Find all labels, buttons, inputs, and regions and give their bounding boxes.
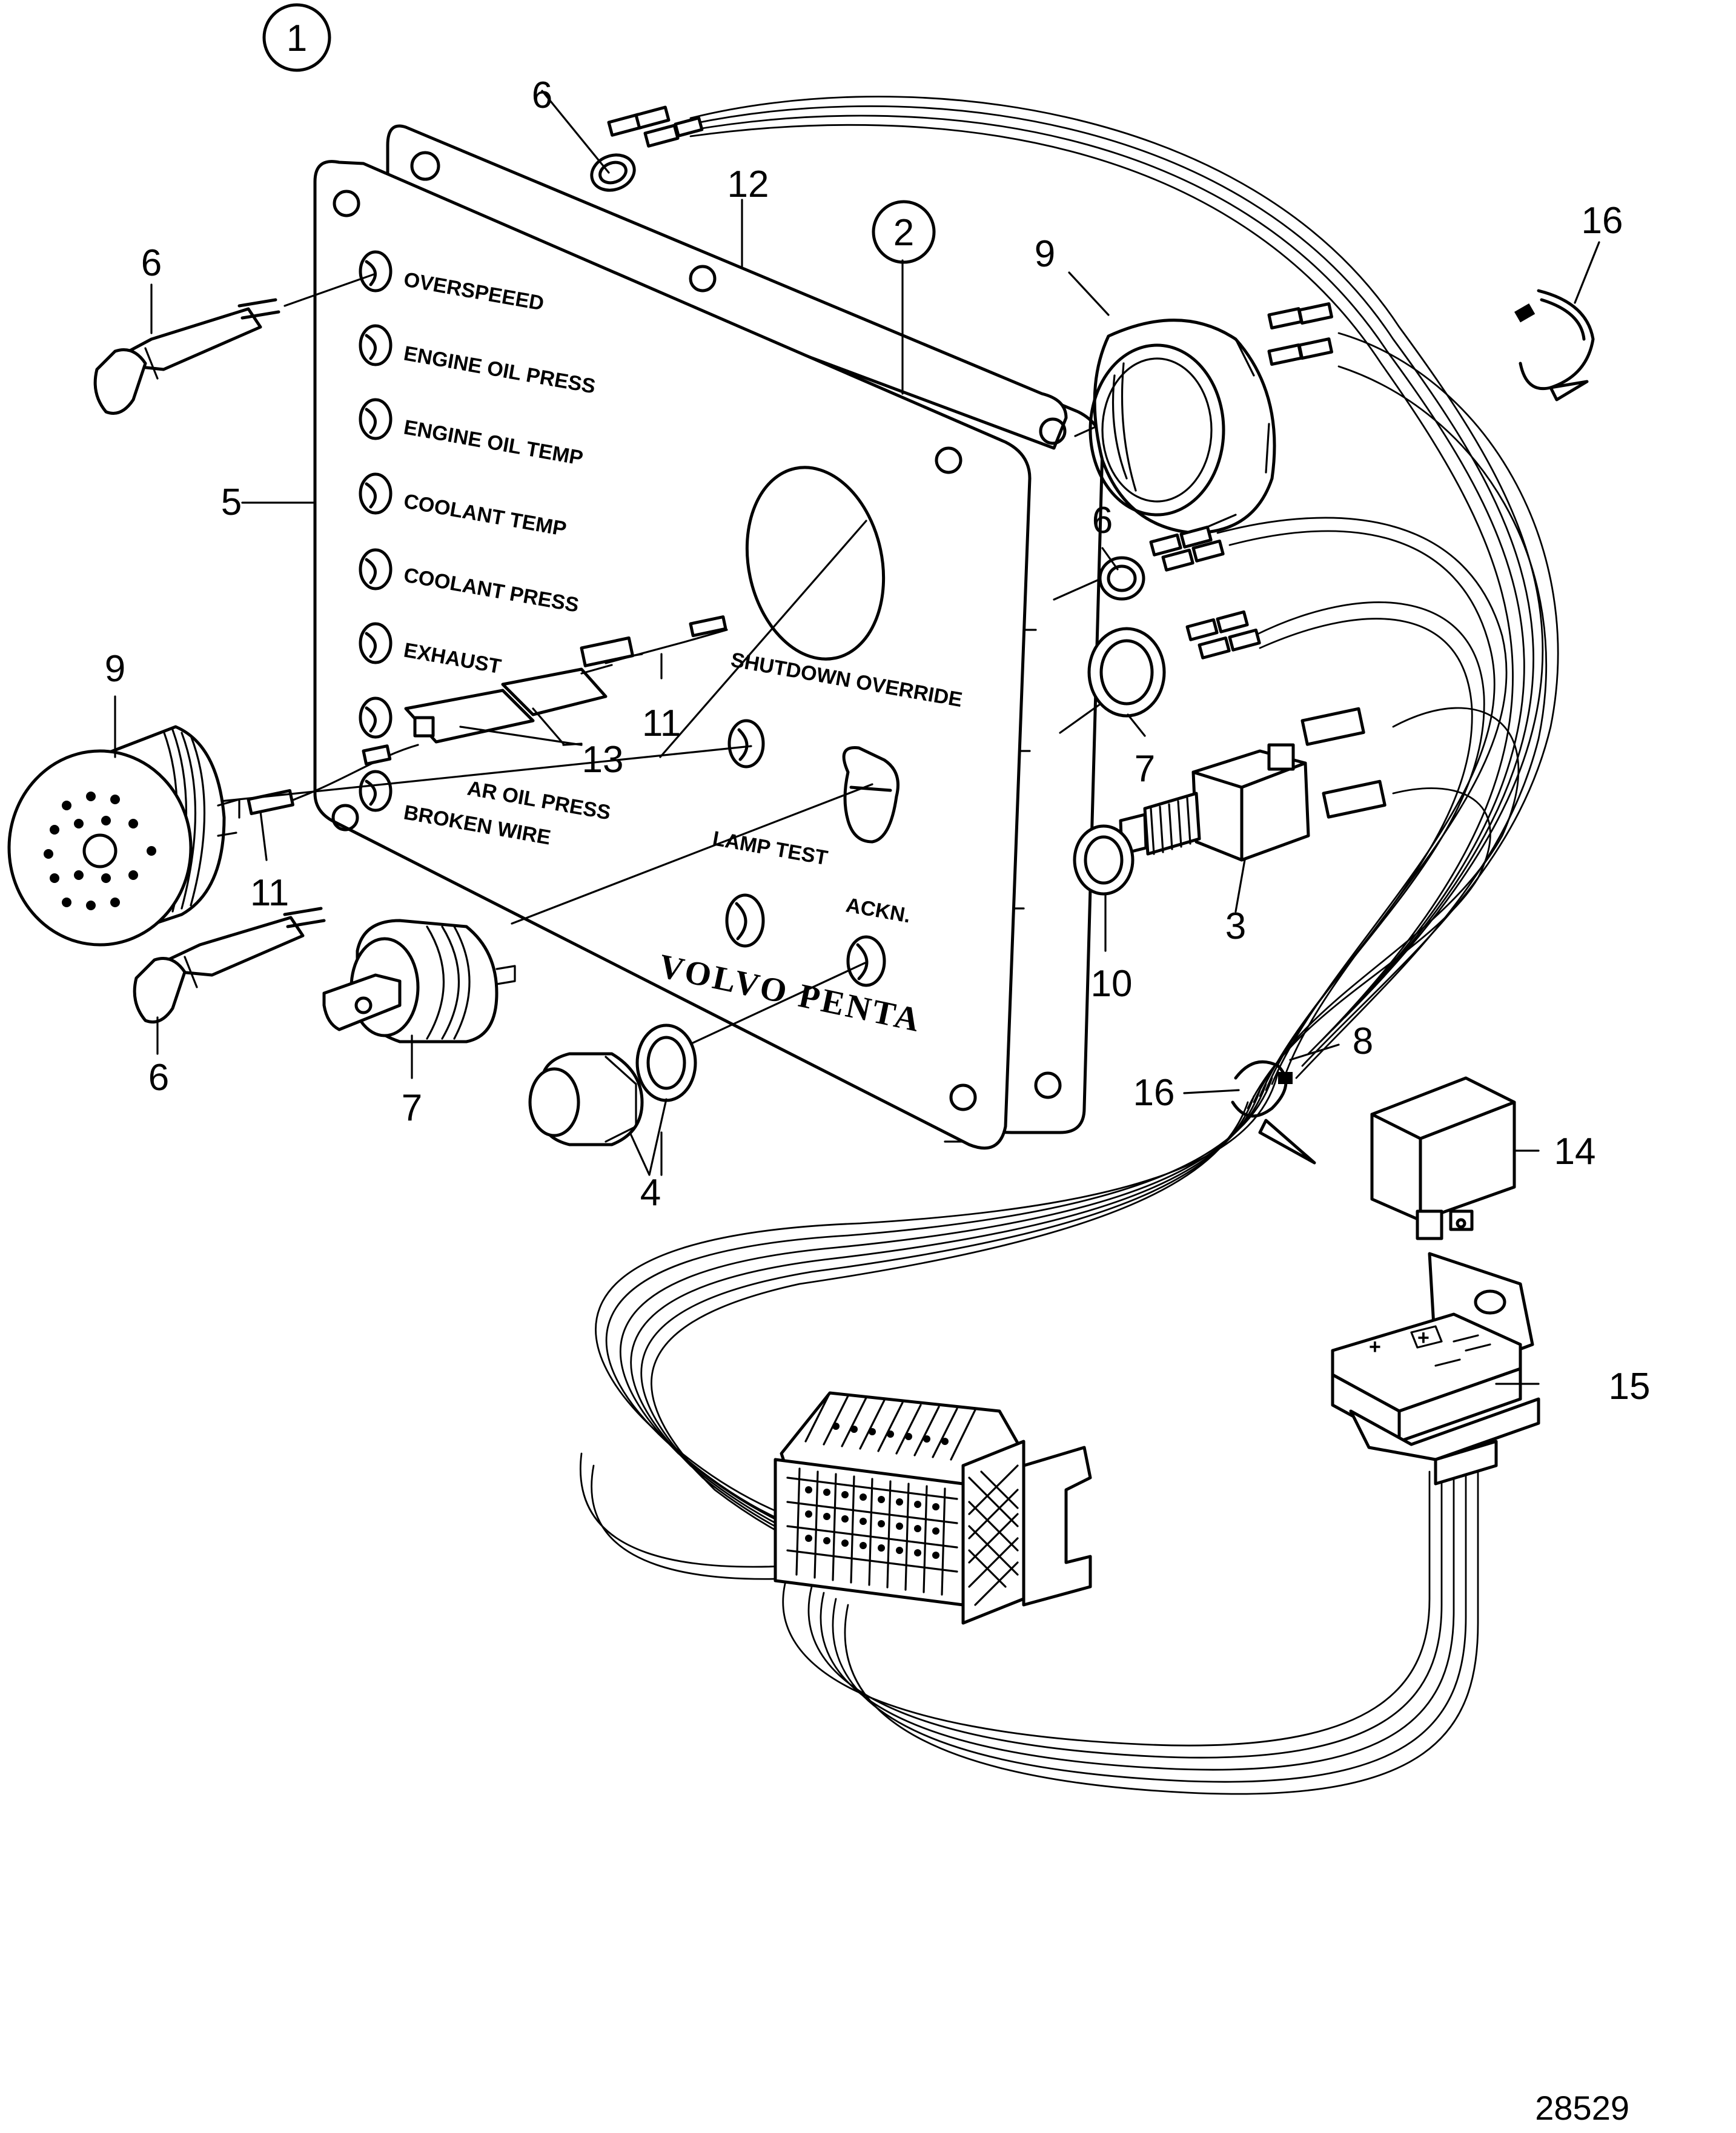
callout-1: 1 <box>287 18 307 59</box>
callout-4: 4 <box>640 1172 661 1214</box>
lamp-6-top <box>93 298 280 415</box>
callout-2: 2 <box>893 212 914 254</box>
callout-15: 15 <box>1609 1366 1651 1407</box>
callout-16-top: 16 <box>1582 200 1623 242</box>
push-button-4 <box>528 1024 697 1176</box>
callout-16-bottom: 16 <box>1133 1072 1175 1114</box>
callout-7-left: 7 <box>402 1087 422 1129</box>
callout-6-top: 6 <box>532 74 552 116</box>
connector-11-left <box>247 636 634 815</box>
callout-6-right: 6 <box>1092 500 1113 541</box>
svg-text:+: + <box>1369 1335 1381 1358</box>
lamp-6-right <box>1098 525 1225 601</box>
lamp-6-upper-rear <box>590 105 704 192</box>
callout-11-right: 11 <box>642 703 681 744</box>
toggle-switch-3 <box>1119 707 1386 862</box>
nut-7-right <box>1087 610 1261 718</box>
ring-nut-9 <box>1088 319 1276 535</box>
svg-text:+: + <box>1417 1326 1430 1349</box>
buzzer-9 <box>7 725 240 947</box>
callout-6-bottom: 6 <box>148 1057 169 1099</box>
callout-7-right: 7 <box>1135 748 1155 790</box>
callout-5: 5 <box>221 481 242 523</box>
callout-10: 10 <box>1091 963 1133 1005</box>
callout-9-left: 9 <box>105 648 125 690</box>
nut-10 <box>1073 824 1135 896</box>
rotary-switch-7 <box>322 919 516 1043</box>
callout-1-circle <box>262 3 331 72</box>
lamp-6-bottom <box>133 907 326 1024</box>
callout-leaders <box>114 90 1600 1385</box>
callout-13: 13 <box>582 739 624 781</box>
terminal-block <box>774 1391 1092 1625</box>
relay-14 <box>1370 1076 1516 1240</box>
front-panel: OVERSPEEED ENGINE OIL PRESS ENGINE OIL T… <box>313 160 1032 1150</box>
callout-3: 3 <box>1225 905 1246 947</box>
callout-14: 14 <box>1554 1131 1596 1172</box>
callout-2-circle <box>872 200 936 264</box>
callout-11-left: 11 <box>250 872 289 914</box>
cable-tie-16-lower <box>1231 1060 1316 1165</box>
cable-tie-16-upper <box>1514 289 1595 402</box>
figure-number: 28529 <box>1535 2089 1629 2127</box>
callout-6-left: 6 <box>141 242 162 284</box>
callout-12: 12 <box>727 164 769 205</box>
connectors-upper-right <box>1267 302 1333 366</box>
lamp-holes <box>359 250 393 812</box>
relay-socket-15: + + <box>1331 1252 1540 1486</box>
callout-9-right: 9 <box>1035 233 1055 275</box>
callout-8: 8 <box>1353 1020 1373 1062</box>
callout-numbers: 1 2 3 4 5 6 6 6 6 7 7 8 9 9 10 11 11 12 … <box>105 18 1651 1407</box>
